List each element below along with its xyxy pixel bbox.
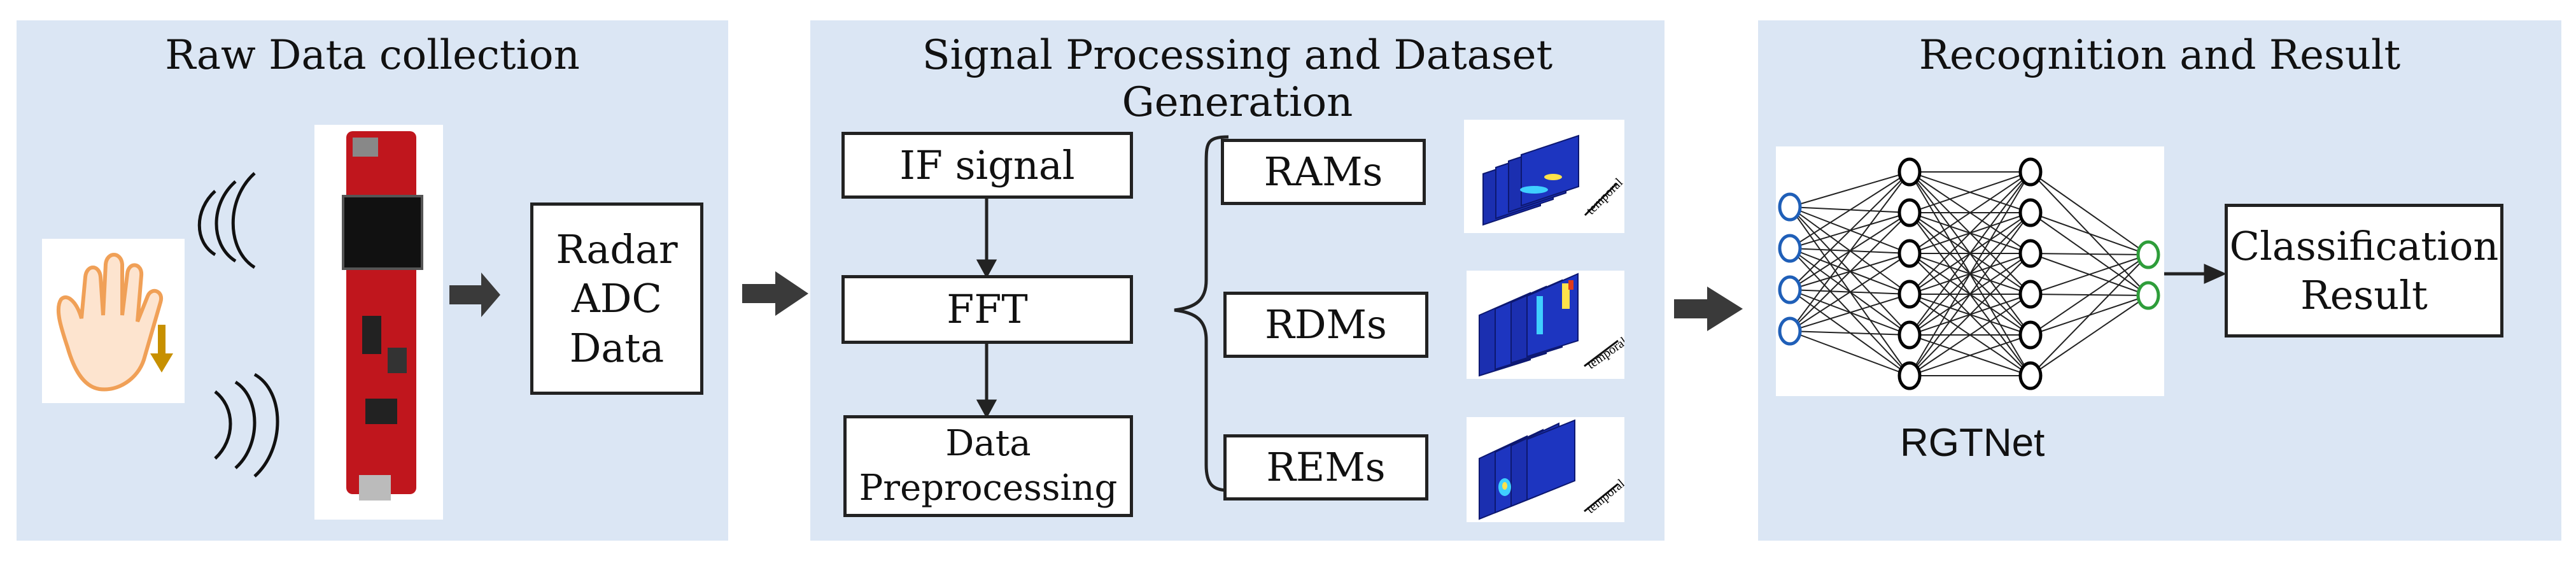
fft-box: FFT bbox=[841, 275, 1133, 344]
nn-node bbox=[2018, 157, 2043, 187]
temporal-label: temporal bbox=[1584, 476, 1624, 516]
nn-edge bbox=[1789, 171, 1910, 332]
nn-edge bbox=[2030, 171, 2149, 255]
rams-box: RAMs bbox=[1221, 139, 1426, 205]
nn-edge bbox=[1909, 171, 2031, 254]
network-label: RGTNet bbox=[1900, 421, 2045, 465]
nn-edge bbox=[1909, 294, 2031, 376]
nn-edge bbox=[1909, 334, 2031, 376]
rdms-box: RDMs bbox=[1223, 292, 1428, 358]
nn-node bbox=[1897, 280, 1922, 309]
neural-network-graph bbox=[1778, 157, 2160, 390]
neural-network-diagram bbox=[1776, 146, 2164, 396]
down-arrow-icon bbox=[150, 353, 173, 373]
rems-box: REMs bbox=[1223, 434, 1428, 501]
nn-node bbox=[1778, 316, 1802, 346]
nn-node bbox=[2136, 240, 2160, 269]
nn-node bbox=[2018, 361, 2043, 390]
radar-board-icon bbox=[314, 125, 443, 520]
nn-edge bbox=[1789, 294, 1910, 332]
rdm-heatmap: temporal bbox=[1467, 271, 1624, 379]
radar-adc-data-box: Radar ADC Data bbox=[530, 202, 703, 395]
data-preprocessing-box: Data Preprocessing bbox=[843, 415, 1133, 517]
nn-node bbox=[2136, 281, 2160, 310]
nn-node bbox=[2018, 280, 2043, 309]
nn-edge bbox=[1909, 171, 2031, 336]
nn-node bbox=[1778, 234, 1802, 263]
hand-icon bbox=[42, 239, 185, 403]
classification-result-box: Classification Result bbox=[2225, 204, 2503, 337]
nn-edge bbox=[1789, 330, 1910, 376]
nn-edge bbox=[2030, 254, 2149, 336]
nn-node bbox=[1897, 361, 1922, 390]
nn-edge bbox=[2030, 212, 2149, 255]
nn-edge bbox=[1789, 253, 1910, 332]
nn-node bbox=[2018, 198, 2043, 227]
nn-edge bbox=[1909, 212, 2031, 376]
if-signal-box: IF signal bbox=[841, 132, 1133, 199]
nn-node bbox=[2018, 239, 2043, 268]
nn-edge bbox=[2030, 253, 2149, 255]
temporal-label: temporal bbox=[1584, 334, 1624, 372]
nn-edge bbox=[2030, 254, 2149, 376]
nn-node bbox=[1897, 320, 1922, 350]
nn-edge bbox=[1789, 212, 1910, 332]
nn-node bbox=[1778, 192, 1802, 222]
raw-data-title: Raw Data collection bbox=[165, 32, 580, 79]
nn-edge bbox=[1909, 171, 2031, 295]
rem-heatmap: temporal bbox=[1467, 417, 1624, 522]
nn-edge bbox=[2030, 295, 2149, 376]
temporal-label: temporal bbox=[1584, 175, 1624, 217]
recognition-title: Recognition and Result bbox=[1918, 32, 2401, 79]
nn-edge bbox=[1909, 253, 2031, 376]
nn-edge bbox=[1909, 171, 2031, 376]
nn-edge bbox=[1789, 330, 1910, 336]
nn-edge bbox=[1789, 171, 1910, 290]
nn-edge bbox=[1909, 171, 2031, 213]
nn-node bbox=[2018, 320, 2043, 350]
nn-edge bbox=[2030, 254, 2149, 295]
signal-processing-title: Signal Processing and Dataset Generation bbox=[922, 32, 1553, 126]
nn-node bbox=[1897, 239, 1922, 268]
nn-node bbox=[1897, 157, 1922, 187]
nn-node bbox=[1778, 275, 1802, 304]
nn-edge bbox=[1789, 171, 1910, 208]
nn-edge bbox=[1789, 171, 1910, 249]
nn-node bbox=[1897, 198, 1922, 227]
ram-heatmap: temporal bbox=[1464, 120, 1624, 233]
